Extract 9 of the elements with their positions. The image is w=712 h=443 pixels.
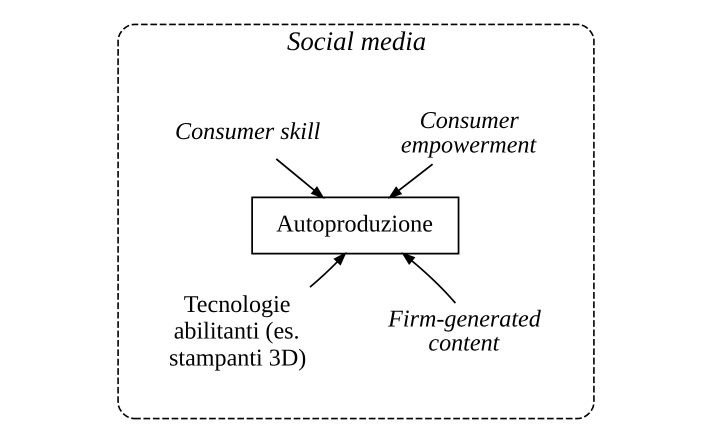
arrow <box>388 164 434 199</box>
arrow <box>309 252 347 288</box>
arrow <box>276 158 325 200</box>
node-text: Tecnologie abilitanti (es. stampanti 3D) <box>169 292 306 372</box>
node-text: Consumer empowerment <box>400 108 536 158</box>
node-text: Consumer skill <box>175 118 320 145</box>
node-text: Firm-generated content <box>388 306 541 357</box>
arrow <box>401 252 456 304</box>
node-box: Autoproduzione <box>251 196 460 255</box>
